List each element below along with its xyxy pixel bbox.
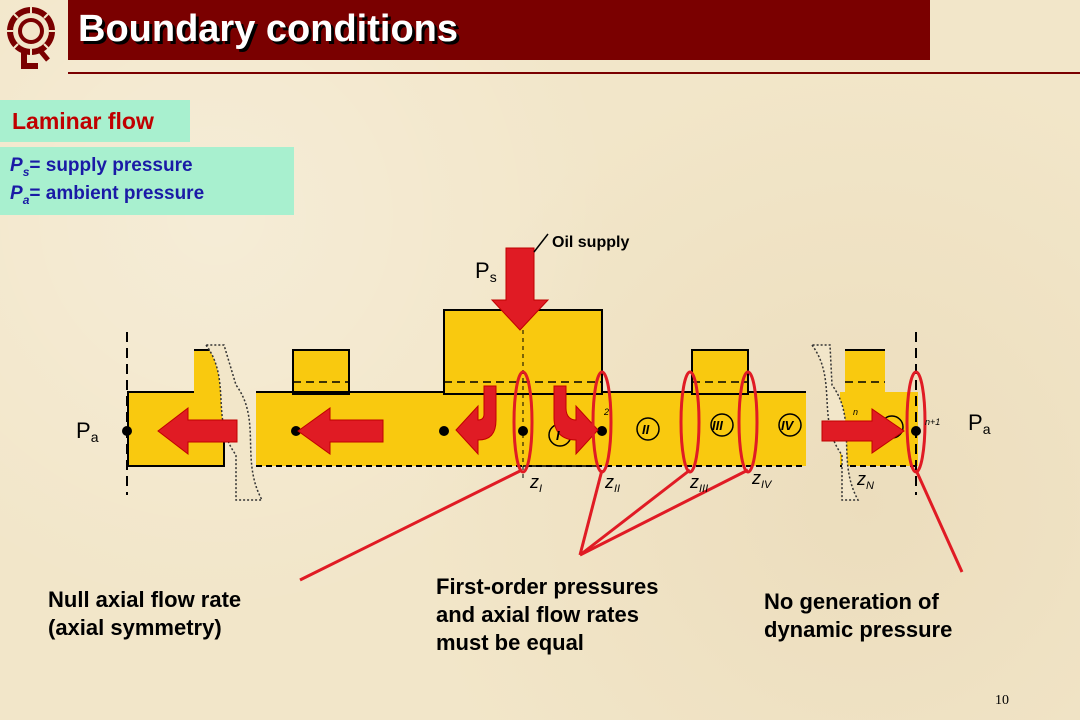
- laminar-flow-box: Laminar flow: [0, 100, 190, 142]
- title-bar: [68, 0, 930, 60]
- z-label-n: zN: [856, 469, 874, 492]
- node-label-n1: n+1: [925, 417, 940, 427]
- ambient-pressure-definition: Pa= ambient pressure: [10, 183, 205, 207]
- z-label-iv: zIV: [751, 468, 773, 491]
- flow-arrows: [157, 247, 905, 456]
- university-logo: [7, 7, 55, 69]
- pointer-lines: [299, 468, 964, 582]
- z-label-iii: zIII: [689, 472, 708, 495]
- pa-right-label: Pa: [968, 410, 991, 437]
- slide-title: Boundary conditions: [78, 8, 458, 50]
- null-axial-flow-note: Null axial flow rate (axial symmetry): [48, 587, 242, 640]
- node-label-2: 2: [603, 407, 609, 417]
- node-label-n: n: [853, 407, 858, 417]
- no-dynamic-pressure-note: No generation of dynamic pressure: [764, 589, 953, 642]
- page-number: 10: [995, 693, 1009, 708]
- node-points: [122, 426, 921, 436]
- z-label-i: zI: [529, 472, 542, 495]
- boundary-ellipses: [512, 370, 927, 474]
- laminar-flow-label: Laminar flow: [12, 108, 154, 134]
- first-order-pressures-note: First-order pressures and axial flow rat…: [436, 574, 659, 655]
- title-divider: [68, 72, 1080, 74]
- zone-label-iii: III: [712, 418, 723, 433]
- z-label-ii: zII: [604, 472, 620, 495]
- zone-label-iv: IV: [781, 418, 795, 433]
- pa-left-label: Pa: [76, 418, 99, 445]
- zone-label-i: I: [556, 428, 560, 443]
- supply-pressure-definition: Ps= supply pressure: [10, 155, 193, 179]
- ps-label: Ps: [475, 258, 497, 285]
- zone-label-ii: II: [642, 422, 650, 437]
- oil-supply-label: Oil supply: [552, 234, 629, 251]
- pressure-definitions-box: Ps= supply pressure Pa= ambient pressure: [0, 147, 294, 215]
